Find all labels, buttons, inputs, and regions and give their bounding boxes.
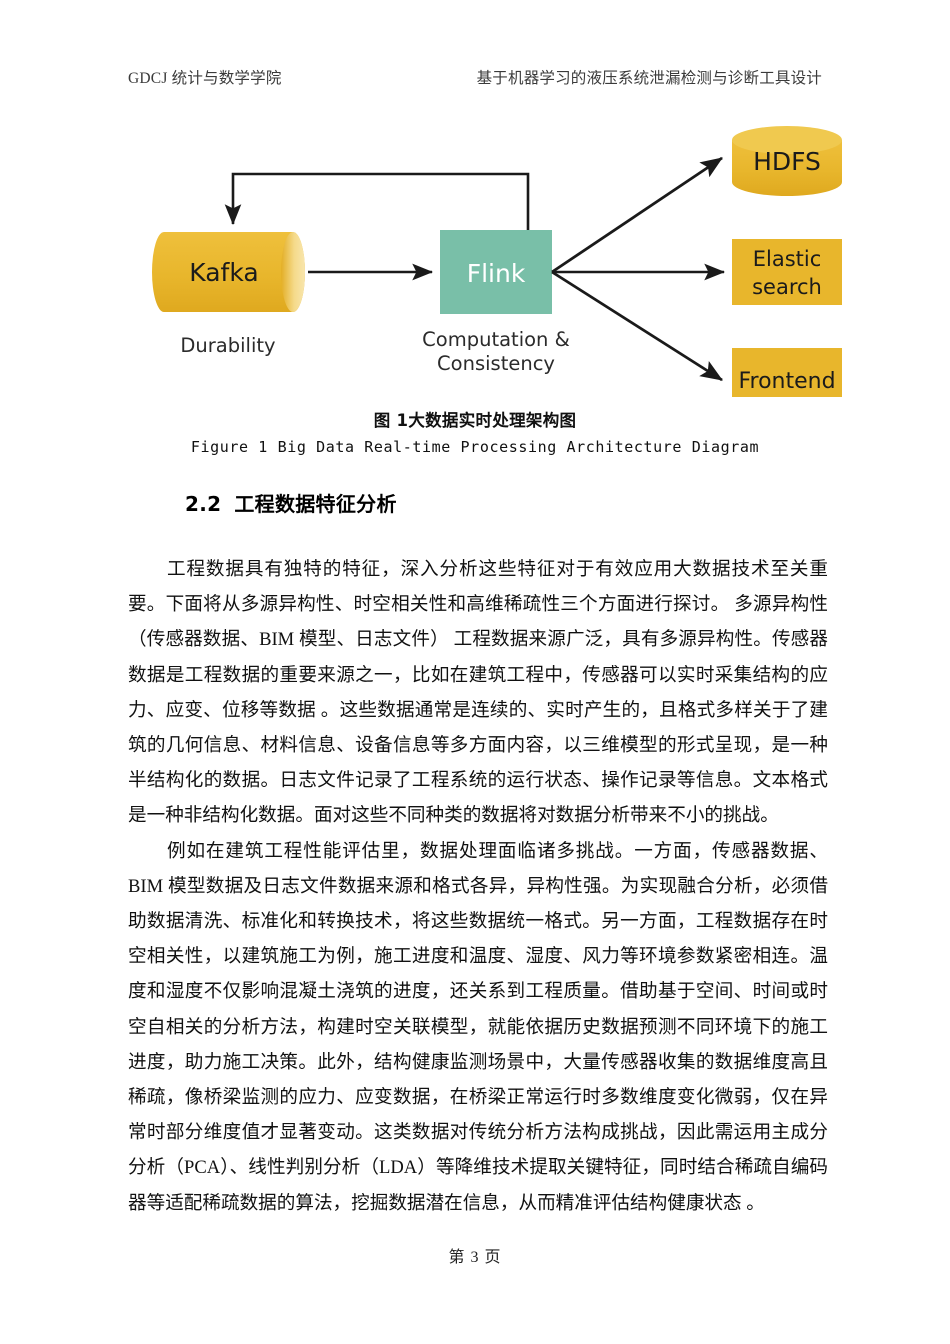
header-right-text: 基于机器学习的液压系统泄漏检测与诊断工具设计 (476, 70, 822, 87)
node-kafka-sublabel: Durability (180, 334, 275, 357)
node-elasticsearch-label-line2: search (752, 275, 822, 299)
node-frontend-label: Frontend (738, 369, 835, 394)
paragraph-text: 工程数据具有独特的特征，深入分析这些特征对于有效应用大数据技术至关重要。下面将从… (128, 559, 828, 827)
page-footer: 第 3 页 (0, 1243, 950, 1267)
edge-flink-to-hdfs (551, 156, 723, 274)
page-number-label: 第 3 页 (448, 1249, 502, 1266)
node-elasticsearch: Elastic search (732, 239, 842, 305)
node-hdfs-label: HDFS (753, 147, 821, 176)
paragraph-text: 例如在建筑工程性能评估里，数据处理面临诸多挑战。一方面，传感器数据、BIM 模型… (128, 840, 828, 1214)
node-frontend: Frontend (732, 348, 842, 397)
paragraph: 工程数据具有独特的特征，深入分析这些特征对于有效应用大数据技术至关重要。下面将从… (128, 552, 828, 834)
node-kafka-label: Kafka (189, 258, 258, 287)
edge-flink-to-frontend (551, 270, 723, 382)
section-title: 工程数据特征分析 (234, 492, 397, 516)
figure-architecture-diagram: Kafka Durability Flink Computation & Con… (128, 112, 868, 397)
node-flink: Flink (440, 230, 552, 314)
header-left-text: GDCJ 统计与数学学院 (128, 70, 282, 87)
running-header: GDCJ 统计与数学学院 基于机器学习的液压系统泄漏检测与诊断工具设计 (128, 66, 822, 92)
architecture-diagram-svg: Kafka Durability Flink Computation & Con… (152, 126, 842, 397)
figure-caption: 图 1大数据实时处理架构图 Figure 1 Big Data Real-tim… (128, 410, 822, 459)
section-number: 2.2 (185, 492, 222, 516)
node-flink-sublabel-line2: Consistency (437, 352, 555, 375)
figure-caption-en: Figure 1 Big Data Real-time Processing A… (190, 438, 760, 456)
node-flink-label: Flink (467, 259, 526, 288)
node-hdfs: HDFS (732, 126, 842, 196)
paragraph: 例如在建筑工程性能评估里，数据处理面临诸多挑战。一方面，传感器数据、BIM 模型… (128, 834, 828, 1221)
node-kafka: Kafka (152, 232, 305, 312)
section-heading: 2.2 工程数据特征分析 (185, 488, 397, 517)
body-content: 工程数据具有独特的特征，深入分析这些特征对于有效应用大数据技术至关重要。下面将从… (128, 552, 828, 1221)
edge-flink-to-kafka-feedback (224, 172, 530, 240)
node-flink-sublabel-line1: Computation & (422, 328, 570, 351)
figure-caption-cn: 图 1大数据实时处理架构图 (373, 411, 577, 430)
node-elasticsearch-label-line1: Elastic (753, 247, 822, 271)
